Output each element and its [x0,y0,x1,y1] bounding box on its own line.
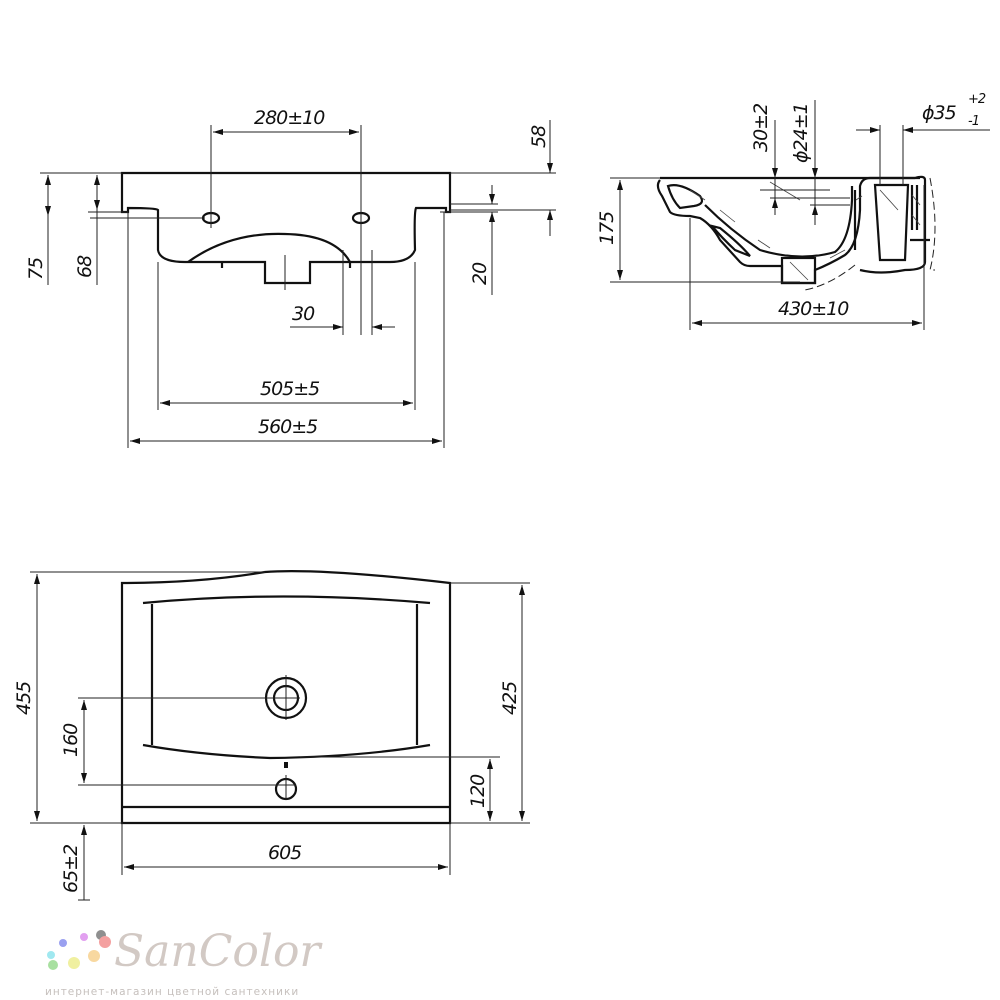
dim-hole-spacing: 280±10 [254,107,325,129]
dim-drain-diameter: ϕ24±1 [790,103,812,163]
dim-tap-tolerance-upper: +2 [968,92,986,107]
dim-width-30: 30 [292,303,315,325]
logo-tagline: интернет-магазин цветной сантехники [45,986,299,998]
side-view: 30±2 ϕ24±1 ϕ35 +2 -1 175 430±10 [596,92,990,330]
dim-side-height: 175 [596,211,618,245]
dim-top-height: 58 [528,125,550,148]
dim-bottom-offset: 65±2 [60,845,82,893]
dim-tap-tolerance-lower: -1 [968,114,979,129]
dim-outer-width: 560±5 [258,416,318,438]
dim-height-20: 20 [469,262,491,285]
dim-inner-depth: 425 [499,681,521,715]
front-view: 280±10 58 75 68 20 30 505±5 560±5 [25,107,556,448]
dim-side-depth: 430±10 [778,298,849,320]
dim-height-68: 68 [74,255,96,278]
dim-tap-diameter: ϕ35 [922,102,957,124]
dim-top-width: 605 [268,842,302,864]
dim-total-depth: 455 [13,681,35,715]
dim-depth-offset: 30±2 [750,104,772,152]
dim-drain-offset: 160 [60,723,82,757]
sancolor-logo: SanColor интернет-магазин цветной сантех… [45,926,323,998]
dim-inner-width: 505±5 [260,378,320,400]
top-view: 455 425 160 120 65±2 605 [13,570,530,901]
dim-overflow-offset: 120 [467,774,489,808]
dim-height-75: 75 [25,257,47,280]
logo-name: SanColor [114,926,323,977]
